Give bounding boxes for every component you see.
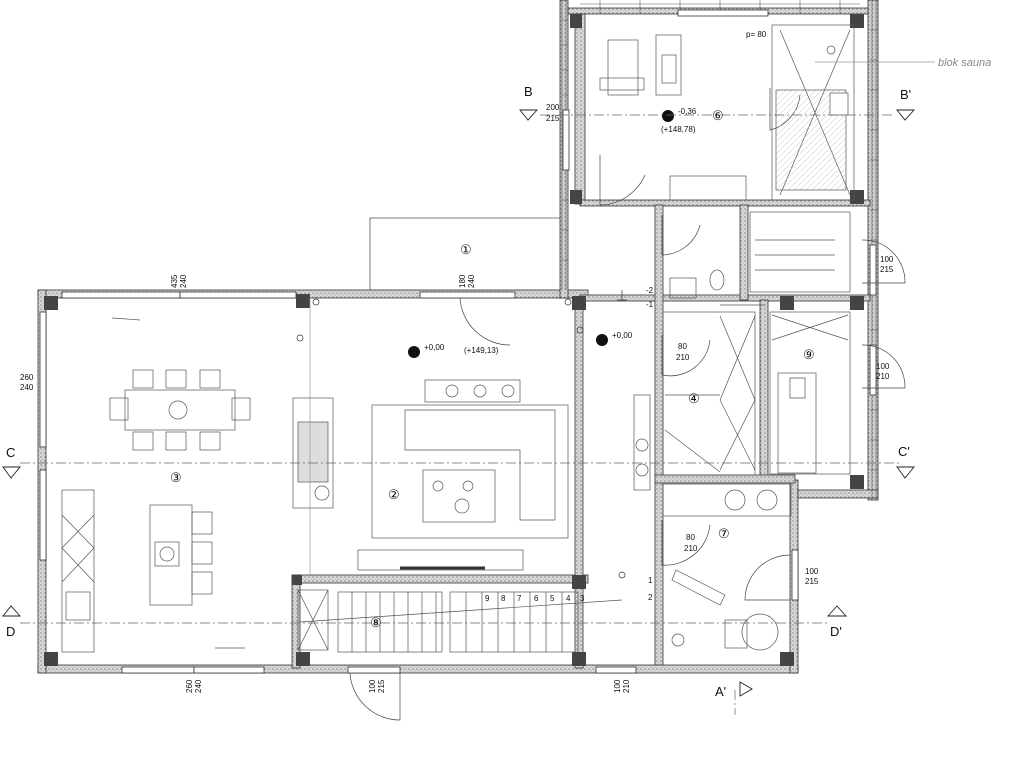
- section-label-d: D: [6, 624, 15, 639]
- section-label-d-prime: D': [830, 624, 842, 639]
- dim-label: 80: [678, 342, 687, 351]
- room-numbers: ① ② ③ ④ ⑥ ⑦ ⑧ ⑨: [170, 108, 815, 630]
- section-lines: [20, 114, 900, 715]
- dim-label: 210: [684, 544, 698, 553]
- dim-label: 180: [458, 274, 467, 288]
- dim-label: 240: [467, 274, 476, 288]
- dim-label: 210: [622, 679, 631, 693]
- room-number-4: ④: [688, 391, 700, 406]
- section-labels: B B' C C' D D' A': [6, 84, 911, 699]
- stair-number: 5: [550, 594, 555, 603]
- room-number-1: ①: [460, 242, 472, 257]
- room-number-7: ⑦: [718, 526, 730, 541]
- section-label-b-prime: B': [900, 87, 911, 102]
- level-labels: -0,36 (+148,78) +0,00 (+149,13) +0,00 -2…: [424, 107, 697, 602]
- windows: [39, 9, 877, 674]
- level-markers: [408, 110, 674, 358]
- utility-rooms: [633, 211, 851, 651]
- dim-label: 260: [185, 679, 194, 693]
- room-number-2: ②: [388, 487, 400, 502]
- stair-number: 4: [566, 594, 571, 603]
- section-label-a-prime: A': [715, 684, 726, 699]
- dim-label: 215: [377, 679, 386, 693]
- exterior-walls: [37, 0, 879, 674]
- dim-label: 100: [876, 362, 890, 371]
- dim-label: 215: [880, 265, 894, 274]
- stairs: [297, 589, 623, 653]
- dim-label: 240: [194, 679, 203, 693]
- room-number-6: ⑥: [712, 108, 724, 123]
- dim-label: 100: [805, 567, 819, 576]
- section-label-c-prime: C': [898, 444, 910, 459]
- room-number-9: ⑨: [803, 347, 815, 362]
- section-label-b: B: [524, 84, 533, 99]
- stair-number: 8: [501, 594, 506, 603]
- stair-numbers: 9 8 7 6 5 4 3: [485, 594, 585, 603]
- door-swings: [349, 88, 906, 721]
- dim-label: 240: [179, 274, 188, 288]
- step-label-a1: -2: [646, 286, 654, 295]
- dimension-labels: p= 80 200 215 215 100 215 100 210 80 210…: [20, 30, 894, 693]
- dim-label: 80: [686, 533, 695, 542]
- step-label-b1: 1: [648, 576, 653, 585]
- dim-label: 100: [613, 679, 622, 693]
- terrace-outline: [369, 217, 560, 291]
- dining-kitchen-furniture: [61, 317, 251, 653]
- dim-label: 100: [880, 255, 894, 264]
- dim-label: 215: [546, 114, 560, 123]
- level-sauna: -0,36: [678, 107, 697, 116]
- room-number-3: ③: [170, 470, 182, 485]
- level-living: +0,00: [424, 343, 445, 352]
- dim-label: 210: [876, 372, 890, 381]
- dim-label: p= 80: [746, 30, 767, 39]
- dim-label: 260: [20, 373, 34, 382]
- dim-label: 435: [170, 274, 179, 288]
- columns: [44, 14, 864, 666]
- level-sauna-absolute: (+148,78): [661, 125, 696, 134]
- sauna-block-note: blok sauna: [938, 57, 991, 69]
- dim-label: 100: [368, 679, 377, 693]
- stair-number: 6: [534, 594, 539, 603]
- markers: [296, 290, 627, 579]
- dim-label: 200: [546, 103, 560, 112]
- step-label-a2: -1: [646, 300, 654, 309]
- stair-number: 7: [517, 594, 522, 603]
- living-room-furniture: [292, 298, 569, 575]
- level-hall: +0,00: [612, 331, 633, 340]
- stair-number: 3: [580, 594, 585, 603]
- dim-label: 240: [20, 383, 34, 392]
- step-label-b2: 2: [648, 593, 653, 602]
- dim-label: 210: [676, 353, 690, 362]
- level-living-absolute: (+149,13): [464, 346, 499, 355]
- dim-label: 215: [805, 577, 819, 586]
- section-label-c: C: [6, 445, 15, 460]
- section-markers: [2, 109, 916, 697]
- stair-number: 9: [485, 594, 490, 603]
- sauna-block: [599, 24, 935, 201]
- room-number-8: ⑧: [370, 615, 382, 630]
